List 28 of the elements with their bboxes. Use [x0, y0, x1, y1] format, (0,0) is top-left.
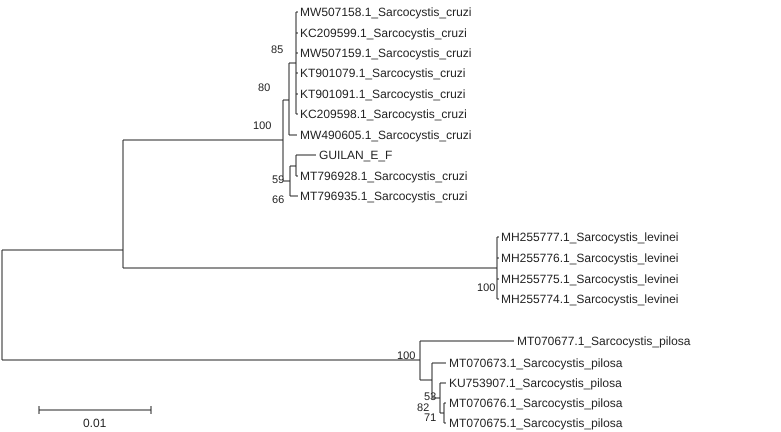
- taxon-label: KC209598.1_Sarcocystis_cruzi: [300, 107, 467, 121]
- taxon-label: KT901091.1_Sarcocystis_cruzi: [300, 87, 466, 101]
- scale-label: 0.01: [83, 416, 106, 430]
- bootstrap-value: 100: [477, 281, 496, 295]
- bootstrap-value: 82: [417, 401, 430, 414]
- taxon-label: MT070673.1_Sarcocystis_pilosa: [449, 356, 622, 370]
- bootstrap-value: 85: [271, 43, 284, 57]
- taxon-label: MH255777.1_Sarcocystis_levinei: [501, 230, 678, 244]
- taxon-label: MH255776.1_Sarcocystis_levinei: [501, 251, 678, 265]
- taxon-label: MT070675.1_Sarcocystis_pilosa: [449, 416, 622, 430]
- taxon-label: MT796935.1_Sarcocystis_cruzi: [300, 189, 468, 203]
- taxon-label: MH255775.1_Sarcocystis_levinei: [501, 272, 678, 286]
- taxon-label: KC209599.1_Sarcocystis_cruzi: [300, 26, 467, 40]
- bootstrap-value: 100: [253, 119, 272, 133]
- taxon-label: MH255774.1_Sarcocystis_levinei: [501, 292, 678, 306]
- taxon-label: MW507158.1_Sarcocystis_cruzi: [300, 5, 472, 19]
- taxon-label: MT796928.1_Sarcocystis_cruzi: [300, 169, 468, 183]
- taxon-label: KU753907.1_Sarcocystis_pilosa: [449, 376, 622, 390]
- taxon-label: KT901079.1_Sarcocystis_cruzi: [300, 66, 466, 80]
- bootstrap-value: 100: [397, 349, 416, 363]
- taxon-label: MW490605.1_Sarcocystis_cruzi: [300, 128, 472, 142]
- bootstrap-value: 66: [272, 193, 284, 207]
- taxon-label: GUILAN_E_F: [319, 148, 392, 162]
- bootstrap-value: 80: [258, 81, 270, 95]
- taxon-label: MT070677.1_Sarcocystis_pilosa: [517, 334, 690, 348]
- bootstrap-value: 71: [424, 412, 436, 425]
- taxon-label: MW507159.1_Sarcocystis_cruzi: [300, 46, 472, 60]
- taxon-label: MT070676.1_Sarcocystis_pilosa: [449, 396, 622, 410]
